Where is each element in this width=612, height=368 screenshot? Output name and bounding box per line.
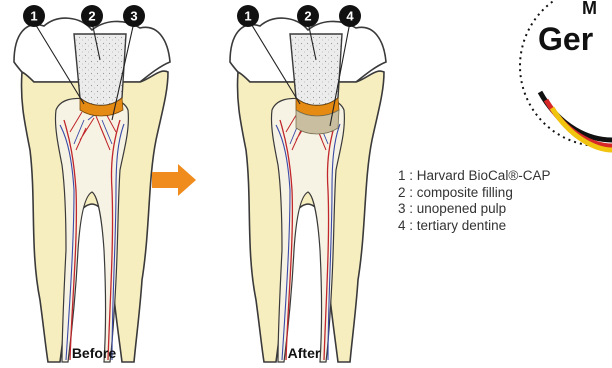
before-marker-3: 3 <box>123 5 145 27</box>
legend-item-2: 2 : composite filling <box>398 185 551 202</box>
svg-text:1: 1 <box>30 9 37 24</box>
svg-text:M: M <box>582 0 597 18</box>
legend: 1 : Harvard BioCal®-CAP 2 : composite fi… <box>398 168 551 234</box>
svg-text:1: 1 <box>244 9 251 24</box>
after-marker-1: 1 <box>237 5 259 27</box>
before-tooth <box>14 18 170 362</box>
svg-text:Ger: Ger <box>538 21 593 57</box>
legend-item-4: 4 : tertiary dentine <box>398 218 551 235</box>
after-marker-2: 2 <box>297 5 319 27</box>
svg-text:2: 2 <box>88 9 95 24</box>
after-tooth <box>230 18 386 362</box>
legend-item-3: 3 : unopened pulp <box>398 201 551 218</box>
after-caption: After <box>288 345 321 361</box>
arrow-icon <box>152 164 196 196</box>
svg-text:4: 4 <box>346 9 354 24</box>
legend-item-1: 1 : Harvard BioCal®-CAP <box>398 168 551 185</box>
made-in-germany-logo: M Ger <box>520 0 612 150</box>
before-marker-2: 2 <box>81 5 103 27</box>
before-marker-1: 1 <box>23 5 45 27</box>
svg-text:2: 2 <box>304 9 311 24</box>
after-marker-4: 4 <box>339 5 361 27</box>
svg-text:3: 3 <box>130 9 137 24</box>
composite-filling <box>290 34 342 106</box>
before-caption: Before <box>72 345 117 361</box>
